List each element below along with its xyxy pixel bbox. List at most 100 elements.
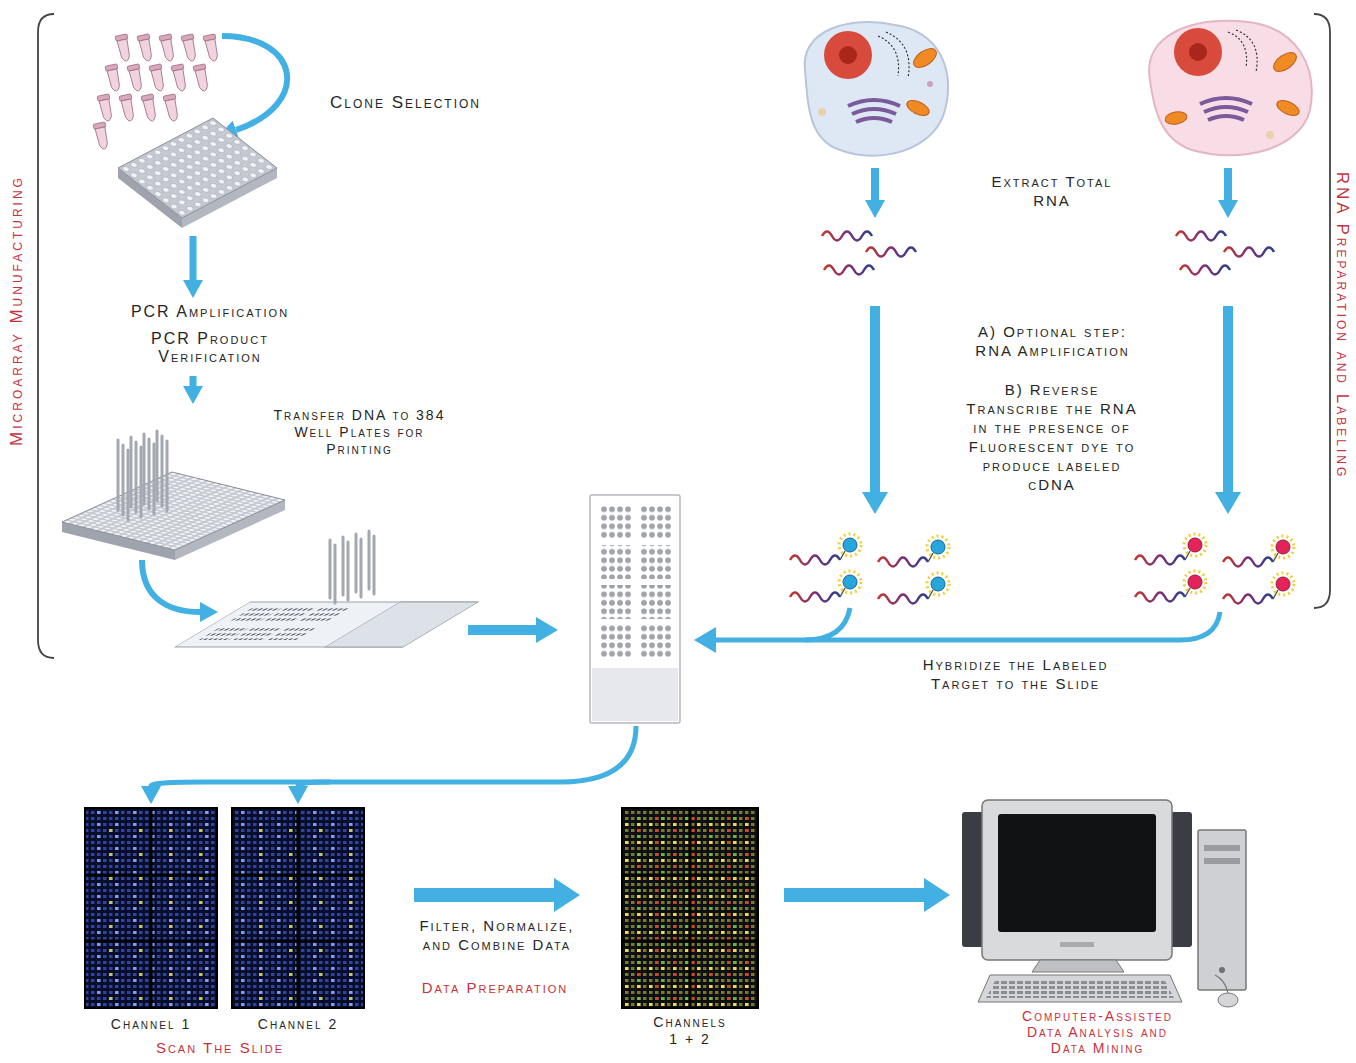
well-plate-384 xyxy=(62,472,285,550)
flow-arrow xyxy=(190,236,197,280)
print-pins xyxy=(117,440,120,510)
computer-illustration xyxy=(1204,845,1240,851)
combined-scan-image xyxy=(622,808,758,1008)
microarray-slide xyxy=(600,545,632,579)
edge-label: Filter, Normalize, and Combine Data xyxy=(410,916,585,954)
cell-illustration xyxy=(1200,98,1252,120)
rna-strands xyxy=(822,232,1274,275)
print-pins xyxy=(130,437,133,507)
well-plate-96 xyxy=(118,118,277,218)
channel-scan-image xyxy=(232,808,364,1008)
channel-scan-image xyxy=(85,808,217,1008)
sample-tubes xyxy=(127,64,144,92)
microarray-slide xyxy=(640,505,672,539)
channel-scan-image xyxy=(85,808,217,1008)
cell-illustration xyxy=(927,81,933,87)
printed-slide xyxy=(297,608,350,622)
clone-selection-step: Clone Selection xyxy=(95,25,579,236)
channel-scan-image xyxy=(85,808,217,1008)
flow-arrow xyxy=(151,726,636,786)
channel-scan-image xyxy=(85,808,217,1008)
channel-scan-image xyxy=(85,808,217,1008)
computer-illustration xyxy=(1198,830,1246,990)
microarray-slide xyxy=(590,495,680,723)
computer-illustration xyxy=(1204,858,1240,864)
cell-illustration xyxy=(910,45,939,71)
computer-illustration xyxy=(986,979,1174,998)
step-label: Clone Selection xyxy=(330,92,570,113)
rna-strands xyxy=(866,248,916,257)
print-pins xyxy=(148,439,151,509)
combined-scan-image xyxy=(622,808,758,1008)
step-label: Transfer DNA to 384 Well Plates for Prin… xyxy=(262,407,457,458)
combined-scan-image xyxy=(622,808,758,1008)
combined-scan-image xyxy=(622,808,758,1008)
step-label: Extract Total RNA xyxy=(977,172,1127,210)
flow-arrow xyxy=(190,376,197,386)
print-pins xyxy=(122,445,125,515)
text-slot: Hybridize the Labeled Target to the Slid… xyxy=(908,655,1123,693)
rna-strands xyxy=(824,266,874,275)
group-bracket xyxy=(38,14,54,658)
text-slot: RNA Preparation and Labeling xyxy=(1332,115,1353,535)
rna-strands xyxy=(1176,232,1226,241)
channel-scan-image xyxy=(232,808,364,1008)
well-plate-96 xyxy=(118,118,277,218)
text-slot: Clone Selection xyxy=(330,92,570,113)
flow-arrow xyxy=(468,625,536,635)
hybridization-step: Hybridize the Labeled Target to the Slid… xyxy=(900,650,1139,706)
step-label: PCR Amplification xyxy=(80,302,340,322)
labeled-cdna xyxy=(790,534,861,565)
text-slot: A) Optional step: RNA Amplification xyxy=(965,322,1140,360)
flow-arrow xyxy=(142,560,200,612)
step-label: Channels 1 + 2 xyxy=(650,1014,730,1048)
step-label: Channel 1 xyxy=(85,1015,217,1033)
computer-illustration xyxy=(962,800,1246,1007)
print-pins xyxy=(135,442,138,512)
sample-tubes xyxy=(97,94,114,122)
step-label: B) Reverse Transcribe the RNA in the pre… xyxy=(966,380,1138,494)
microarray-slide xyxy=(600,625,632,659)
flow-arrow xyxy=(414,888,554,902)
print-pins xyxy=(156,431,159,501)
channel-scan-image xyxy=(85,808,217,1008)
text-slot: Computer-Assisted Data Analysis and Data… xyxy=(1015,1008,1180,1056)
cell-illustration xyxy=(805,22,948,156)
channel-scan-image xyxy=(232,808,364,1008)
rna-strands xyxy=(1224,248,1274,257)
microarray-slide xyxy=(640,625,672,659)
printed-slide xyxy=(267,626,320,640)
flow-arrow xyxy=(784,888,924,902)
print-pins xyxy=(143,434,146,504)
channel-scan-image xyxy=(232,808,364,1008)
text-slot: Channel 1 xyxy=(85,1015,217,1033)
computer-illustration xyxy=(978,975,1182,1002)
labeled-cdna xyxy=(790,534,1294,604)
connector-group xyxy=(193,236,924,895)
microarray-slide xyxy=(600,585,632,619)
labeled-cdna xyxy=(878,573,949,604)
sample-tubes xyxy=(163,94,180,122)
flow-arrow xyxy=(222,36,287,130)
printing-step: Transfer DNA to 384 Well Plates for Prin… xyxy=(55,404,499,666)
print-pins xyxy=(355,534,358,592)
print-pins xyxy=(127,450,130,520)
combined-scan-image xyxy=(622,808,758,1008)
rna-preparation-group: RNA Preparation and Labeling Extract Tota… xyxy=(770,10,1354,614)
print-pins xyxy=(347,542,350,600)
print-pins xyxy=(373,536,376,594)
combined-scan-image xyxy=(622,808,758,1008)
group-bracket xyxy=(38,14,1330,658)
combined-scan-image xyxy=(622,808,758,1008)
step-label: PCR Product Verification xyxy=(110,330,310,366)
group-bracket xyxy=(1314,14,1330,608)
flow-arrow xyxy=(870,306,880,492)
microarray-slide xyxy=(640,545,672,579)
stage-label: Data Preparation xyxy=(385,978,605,997)
cell-illustration xyxy=(805,21,1312,156)
cell-illustration xyxy=(1164,110,1188,126)
flow-arrow xyxy=(1224,168,1232,200)
sample-tubes xyxy=(159,34,176,62)
cell-illustration xyxy=(848,100,900,122)
